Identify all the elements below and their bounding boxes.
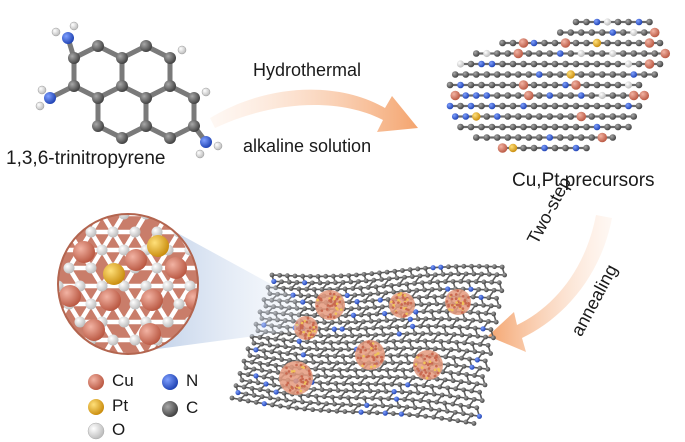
reaction-arrow-1 <box>210 89 418 132</box>
legend-swatch-cu <box>88 374 104 390</box>
legend-swatch-n <box>162 374 178 390</box>
step1-condition-1: Hydrothermal <box>253 60 362 80</box>
molecule-label: 1,3,6-trinitropyrene <box>6 148 166 169</box>
legend-label-pt: Pt <box>112 396 129 415</box>
legend-swatch-c <box>162 401 178 417</box>
reaction-arrow-2 <box>488 215 612 352</box>
legend-label-cu: Cu <box>112 371 134 390</box>
legend-label-n: N <box>186 371 199 390</box>
precursor-label: Cu,Pt precursors <box>512 170 655 191</box>
legend-swatch-pt <box>88 399 104 415</box>
legend-swatch-o <box>87 422 105 440</box>
legend <box>87 374 178 440</box>
legend-label-o: O <box>112 420 126 439</box>
n-doped-carbon-sheet <box>229 263 507 426</box>
legend-label-c: C <box>186 398 199 417</box>
cu-pt-precursor-network <box>446 18 671 153</box>
pyrene-atoms <box>35 21 223 159</box>
step1-condition-2: alkaline solution <box>243 136 372 156</box>
